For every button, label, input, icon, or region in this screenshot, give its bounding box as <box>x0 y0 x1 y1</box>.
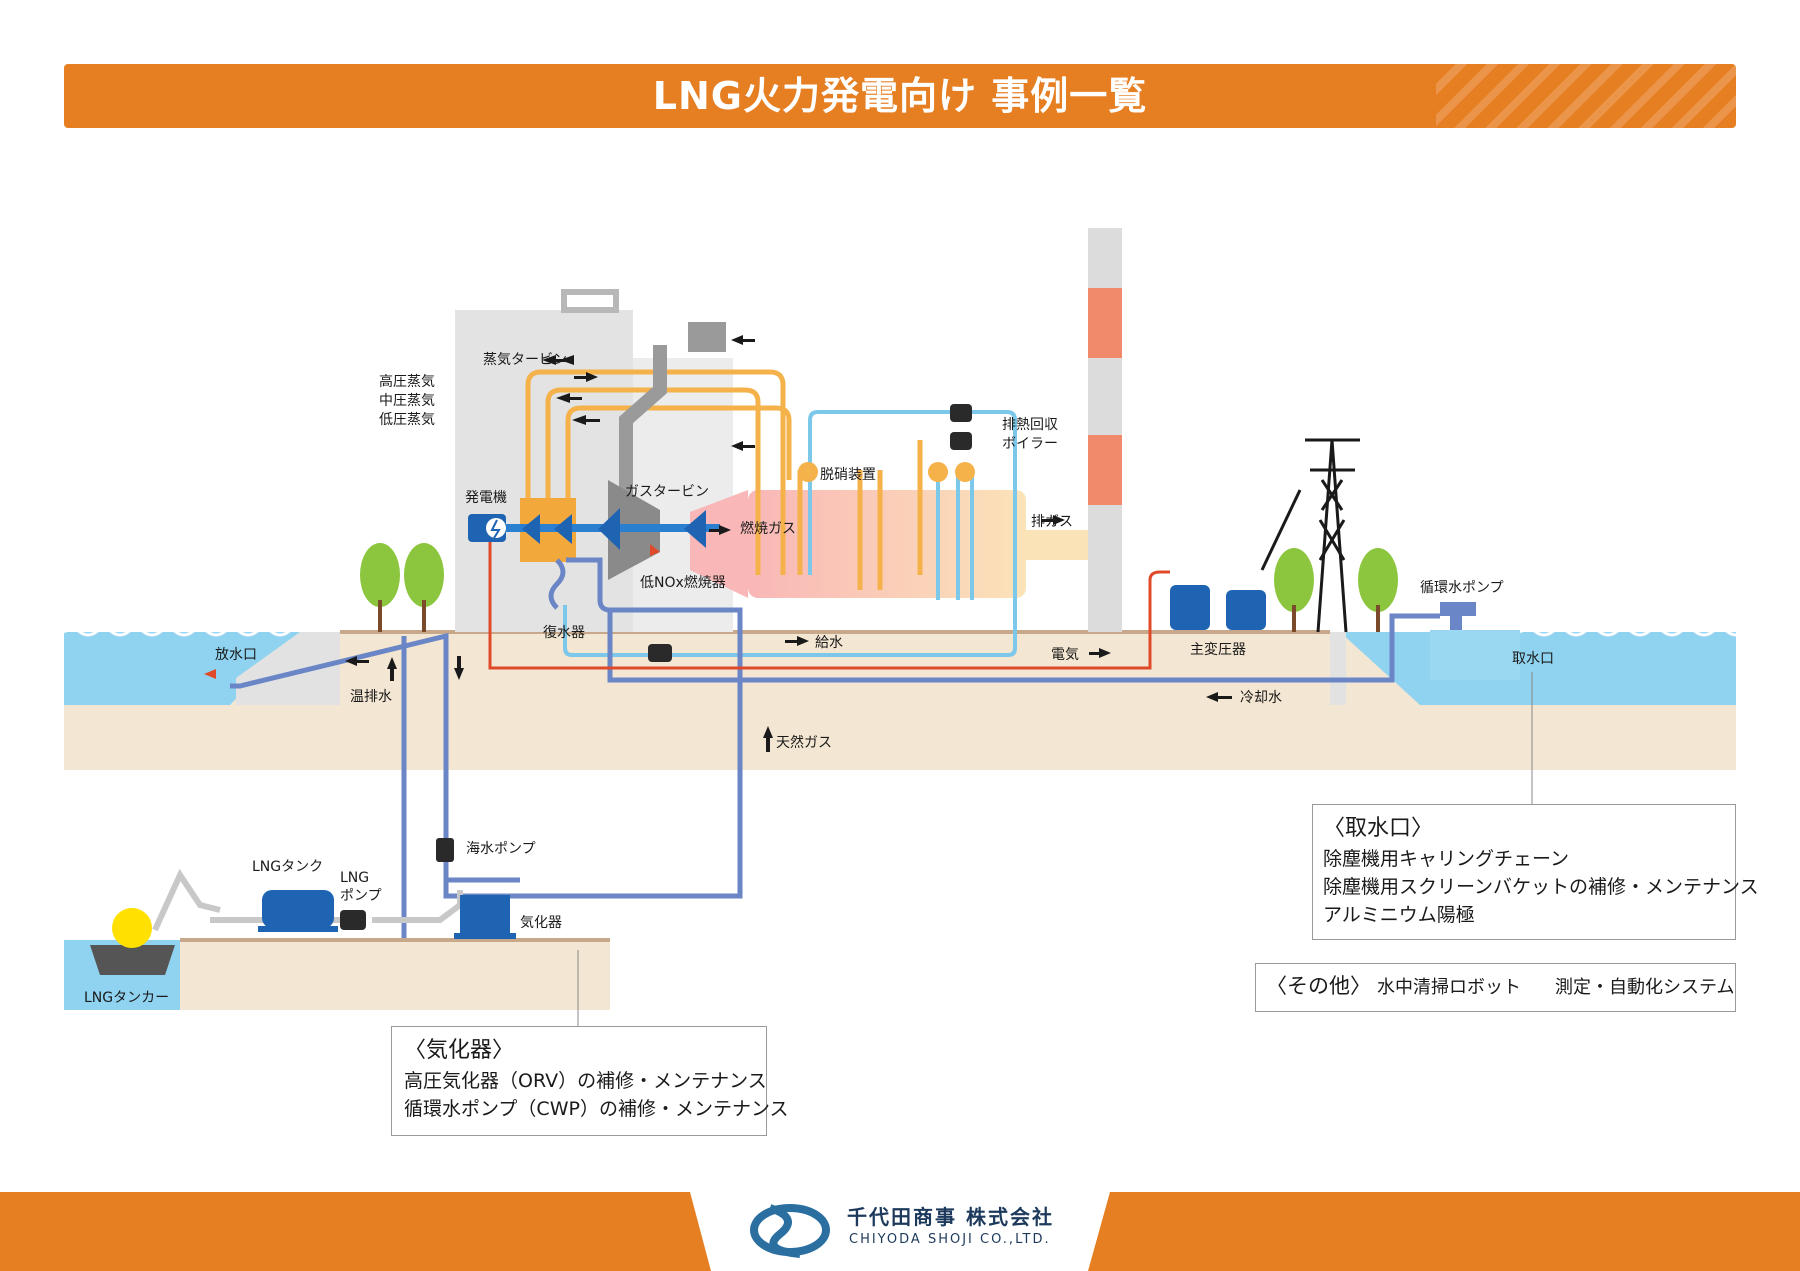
lightning-icon <box>490 519 501 539</box>
feedwater-pump <box>648 644 672 662</box>
main-transformer-2 <box>1226 590 1266 630</box>
label-cooling-water: 冷却水 <box>1240 690 1282 706</box>
other-box-item: 測定・自動化システム <box>1555 977 1735 998</box>
transmission-tower <box>1260 438 1360 633</box>
turbine-building <box>455 310 633 632</box>
label-intake: 取水口 <box>1512 651 1554 667</box>
label-condenser: 復水器 <box>543 624 585 641</box>
vaporizer <box>460 895 510 935</box>
chimney-stripe-2 <box>1088 435 1122 505</box>
company-name-jp: 千代田商事 株式会社 <box>847 1205 1054 1229</box>
label-lng-tanker: LNGタンカー <box>84 990 169 1006</box>
intake-box-item: 除塵機用スクリーンバケットの補修・メンテナンス <box>1323 876 1759 898</box>
label-lng-pump-2: ポンプ <box>340 888 382 904</box>
label-low-nox-burner: 低NOx燃焼器 <box>640 574 726 591</box>
roof-vent <box>561 289 619 313</box>
hrsg-duct <box>748 490 1026 598</box>
hrsg-pump-1 <box>950 404 972 422</box>
label-main-transformer: 主変圧器 <box>1190 641 1246 658</box>
seawater-pump <box>436 838 454 862</box>
other-box-item: 水中清掃ロボット <box>1377 977 1521 998</box>
label-lp-steam: 低圧蒸気 <box>379 412 435 428</box>
turbine-blade-1 <box>522 514 540 544</box>
wave-right <box>1519 627 1745 637</box>
label-ip-steam: 中圧蒸気 <box>379 393 435 409</box>
tanker-tank <box>112 908 152 948</box>
intake-basin <box>1430 630 1520 680</box>
ground-line <box>340 630 1330 634</box>
page-title: LNG火力発電向け 事例一覧 <box>652 74 1148 118</box>
outlet-wall <box>236 632 340 705</box>
label-vaporizer: 気化器 <box>520 915 562 931</box>
gt-exhaust-pipe <box>619 345 667 560</box>
intake-box: 〈取水口〉 除塵機用キャリングチェーン 除塵機用スクリーンバケットの補修・メンテ… <box>1312 804 1759 940</box>
label-hrsg-1: 排熱回収 <box>1002 417 1058 433</box>
hrsg-pump-2 <box>950 432 972 450</box>
outlet-arrow <box>204 669 216 679</box>
ground <box>64 632 1736 770</box>
chimney-stripe-1 <box>1088 288 1122 358</box>
turbine-blade-2 <box>554 514 572 544</box>
burner-flame <box>650 544 660 556</box>
other-box: 〈その他〉水中清掃ロボット 測定・自動化システム <box>1255 963 1736 1012</box>
lng-ground <box>180 940 610 1010</box>
label-exhaust-gas: 排ガス <box>1031 514 1073 530</box>
label-feed-water: 給水 <box>815 635 843 651</box>
label-circ-pump: 循環水ポンプ <box>1420 580 1504 596</box>
diagram-labels: 蒸気タービン 高圧蒸気 中圧蒸気 低圧蒸気 発電機 ガスタービン 燃焼ガス 脱硝… <box>84 352 1554 1006</box>
generator-icon <box>486 518 506 538</box>
label-lng-tank: LNGタンク <box>252 859 323 875</box>
company-name-en: CHIYODA SHOJI CO.,LTD. <box>849 1232 1051 1247</box>
label-combustion-gas: 燃焼ガス <box>740 520 796 537</box>
intake-box-item: 除塵機用キャリングチェーン <box>1323 848 1570 870</box>
footer-band-right <box>1088 1192 1800 1271</box>
vaporizer-box-item: 循環水ポンプ（CWP）の補修・メンテナンス <box>404 1098 789 1120</box>
vaporizer-box-heading: 〈気化器〉 <box>404 1038 515 1063</box>
stack-silencer <box>688 322 726 352</box>
label-generator: 発電機 <box>465 490 507 506</box>
wave-left <box>63 627 321 637</box>
vaporizer-box-item: 高圧気化器（ORV）の補修・メンテナンス <box>404 1070 767 1092</box>
condenser-coil <box>548 558 566 610</box>
label-steam-turbine: 蒸気タービン <box>483 352 567 368</box>
label-gas-turbine: ガスタービン <box>625 484 709 500</box>
circ-pump-head <box>1440 602 1476 616</box>
vaporizer-box: 〈気化器〉 高圧気化器（ORV）の補修・メンテナンス 循環水ポンプ（CWP）の補… <box>391 1026 789 1136</box>
loading-arm <box>152 868 221 932</box>
label-lng-pump-1: LNG <box>340 870 369 886</box>
label-hrsg-2: ボイラー <box>1002 436 1058 452</box>
lng-tank-base <box>258 926 338 932</box>
turbine-blade-3 <box>598 508 620 550</box>
lng-tanker <box>90 945 175 975</box>
intake-box-heading: 〈取水口〉 <box>1323 816 1434 841</box>
lng-pump <box>340 910 366 930</box>
main-transformer-1 <box>1170 585 1210 630</box>
feedwater-pipes <box>563 410 1017 657</box>
title-bar: LNG火力発電向け 事例一覧 <box>64 64 1736 128</box>
label-electricity: 電気 <box>1051 647 1079 663</box>
title-stripes <box>1436 64 1736 128</box>
compressor-blade <box>684 510 706 548</box>
intake-box-item: アルミニウム陽極 <box>1323 904 1475 926</box>
other-box-heading: 〈その他〉 <box>1266 974 1371 998</box>
vaporizer-base <box>454 933 516 939</box>
lng-tank <box>262 890 334 928</box>
exhaust-duct <box>1026 530 1088 560</box>
label-natural-gas: 天然ガス <box>776 734 832 751</box>
label-denitration: 脱硝装置 <box>820 467 876 483</box>
label-outlet: 放水口 <box>215 647 257 663</box>
trees <box>360 543 1398 632</box>
main-shaft <box>470 524 720 532</box>
company-logo <box>750 1204 830 1258</box>
label-hp-steam: 高圧蒸気 <box>379 373 435 390</box>
label-warm-discharge: 温排水 <box>350 689 392 705</box>
footer-band-left <box>0 1192 711 1271</box>
intake-wall <box>1330 632 1346 705</box>
label-seawater-pump: 海水ポンプ <box>466 841 536 857</box>
power-line <box>488 542 1170 670</box>
flow-arrows <box>345 335 1232 752</box>
